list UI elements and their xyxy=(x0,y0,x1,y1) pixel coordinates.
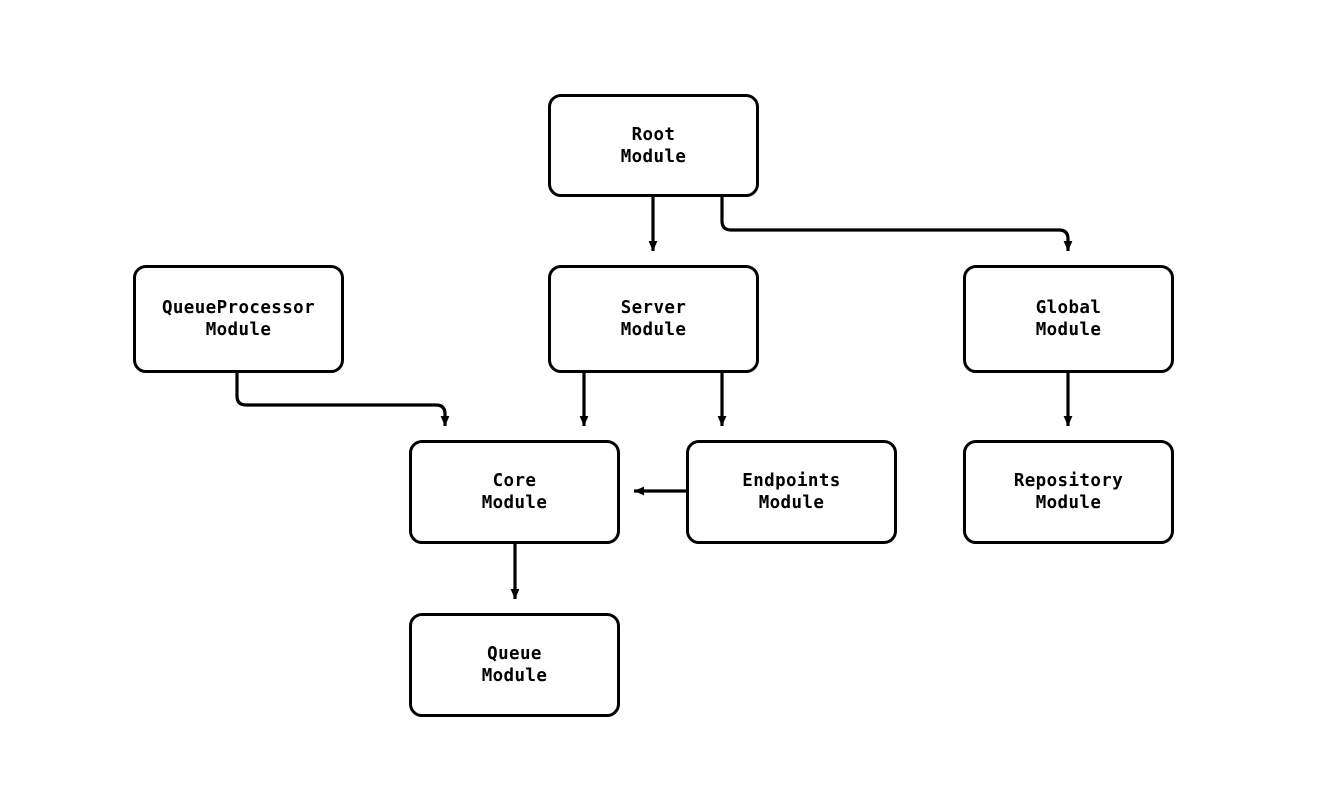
node-global-module[interactable]: Global Module xyxy=(963,265,1174,373)
node-core-module[interactable]: Core Module xyxy=(409,440,620,544)
node-queue-module-line1: Queue xyxy=(487,644,542,664)
node-repository-module[interactable]: Repository Module xyxy=(963,440,1174,544)
node-repository-module-line2: Module xyxy=(1035,493,1102,513)
node-queueprocessor-module[interactable]: QueueProcessor Module xyxy=(133,265,344,373)
node-queue-module[interactable]: Queue Module xyxy=(409,613,620,717)
node-repository-module-line1: Repository xyxy=(1013,471,1124,491)
node-queueprocessor-module-line2: Module xyxy=(205,320,272,340)
node-server-module[interactable]: Server Module xyxy=(548,265,759,373)
node-queue-module-line2: Module xyxy=(481,666,548,686)
node-root-module[interactable]: Root Module xyxy=(548,94,759,197)
node-server-module-line1: Server xyxy=(620,298,687,318)
node-root-module-line2: Module xyxy=(620,146,687,167)
edge-root-to-global xyxy=(720,197,1073,252)
node-global-module-line1: Global xyxy=(1035,298,1102,318)
node-global-module-line2: Module xyxy=(1035,320,1102,340)
edge-queueprocessor-to-core xyxy=(235,373,450,427)
node-endpoints-module-line1: Endpoints xyxy=(742,471,841,491)
node-core-module-line1: Core xyxy=(492,471,537,491)
node-core-module-line2: Module xyxy=(481,493,548,513)
node-root-module-line1: Root xyxy=(631,124,676,145)
node-server-module-line2: Module xyxy=(620,320,687,340)
node-endpoints-module-line2: Module xyxy=(758,493,825,513)
node-endpoints-module[interactable]: Endpoints Module xyxy=(686,440,897,544)
node-queueprocessor-module-line1: QueueProcessor xyxy=(161,298,316,318)
